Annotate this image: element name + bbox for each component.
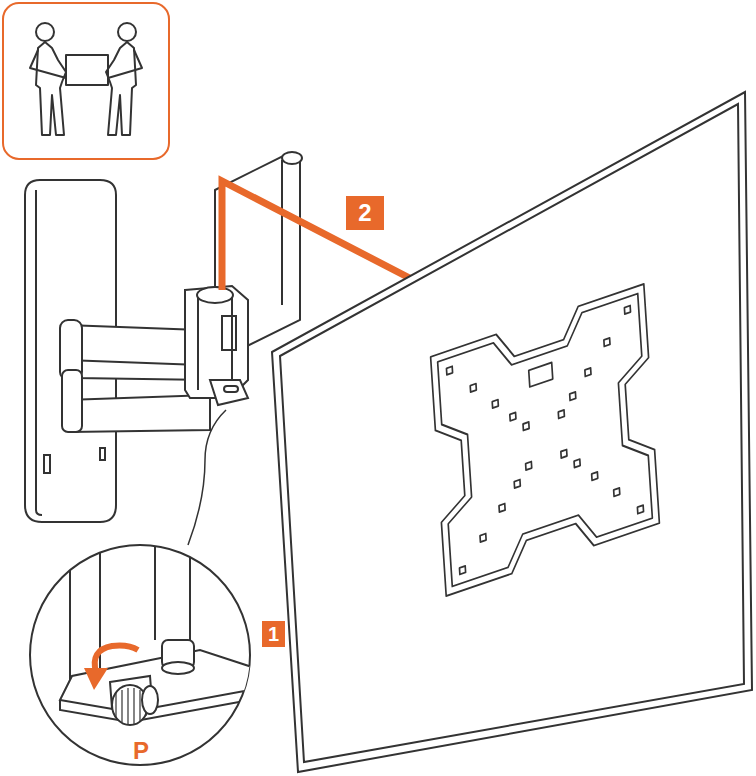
tv-panel: [272, 92, 752, 772]
callout-number: 2: [346, 196, 384, 230]
detail-magnifier: [30, 540, 285, 765]
callout-number: P: [128, 736, 154, 766]
callout-box: [346, 196, 384, 230]
bracket-head: [185, 286, 248, 405]
callout-number: 1: [262, 621, 285, 647]
leader-line: [188, 410, 226, 545]
callout-box: [262, 621, 285, 647]
two-person-icon: [3, 3, 169, 159]
vesa-plate: [431, 284, 660, 596]
